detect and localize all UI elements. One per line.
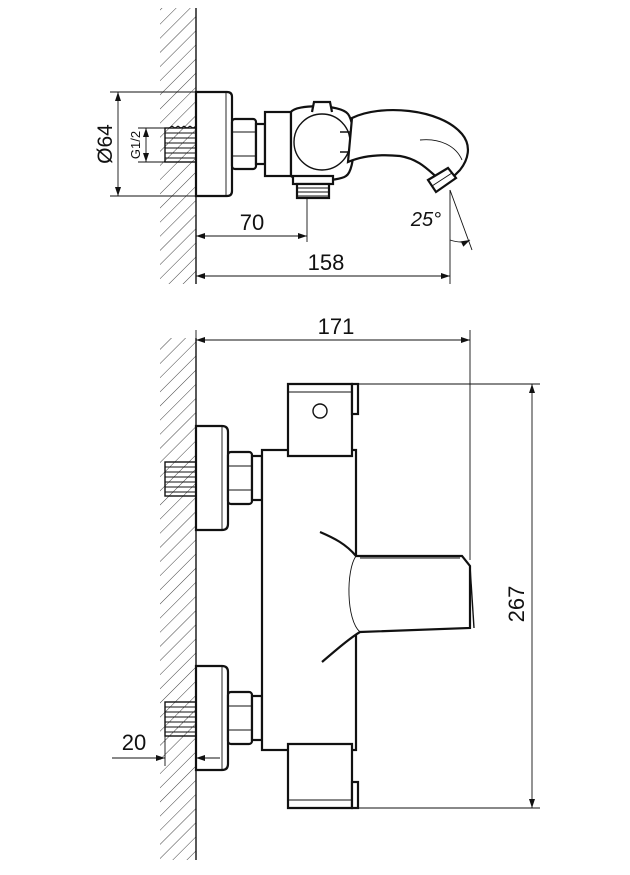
mixer-body-front (260, 382, 475, 810)
diameter-dimension: Ø64 (94, 91, 196, 197)
width-label: 171 (318, 314, 355, 339)
front-view: 171 267 20 (112, 314, 540, 860)
top-view: Ø64 G1/2 70 158 25° (94, 8, 473, 284)
angle-dimension: 25° (410, 189, 473, 251)
angle-label: 25° (410, 209, 441, 231)
lower-connector (164, 664, 264, 772)
shower-outlet-top (291, 174, 335, 200)
wall-hatch-front (160, 338, 197, 860)
depth-label: 70 (240, 210, 264, 235)
mixer-body-top (263, 100, 469, 194)
thread-dimension: G1/2 (128, 127, 165, 163)
height-label: 267 (504, 586, 529, 623)
escutcheon-top (194, 90, 234, 198)
thread-label: G1/2 (128, 131, 143, 159)
depth-dimension: 70 (196, 198, 308, 242)
length-label: 158 (308, 250, 345, 275)
hex-nut-top (230, 117, 267, 171)
offset-label: 20 (122, 730, 146, 755)
diameter-label: Ø64 (94, 124, 117, 164)
upper-connector (164, 424, 264, 532)
width-dimension: 171 (195, 314, 471, 560)
height-dimension: 267 (358, 383, 540, 809)
wall-hatch-top (160, 8, 197, 284)
offset-dimension: 20 (112, 730, 220, 766)
length-dimension: 158 (196, 190, 451, 284)
